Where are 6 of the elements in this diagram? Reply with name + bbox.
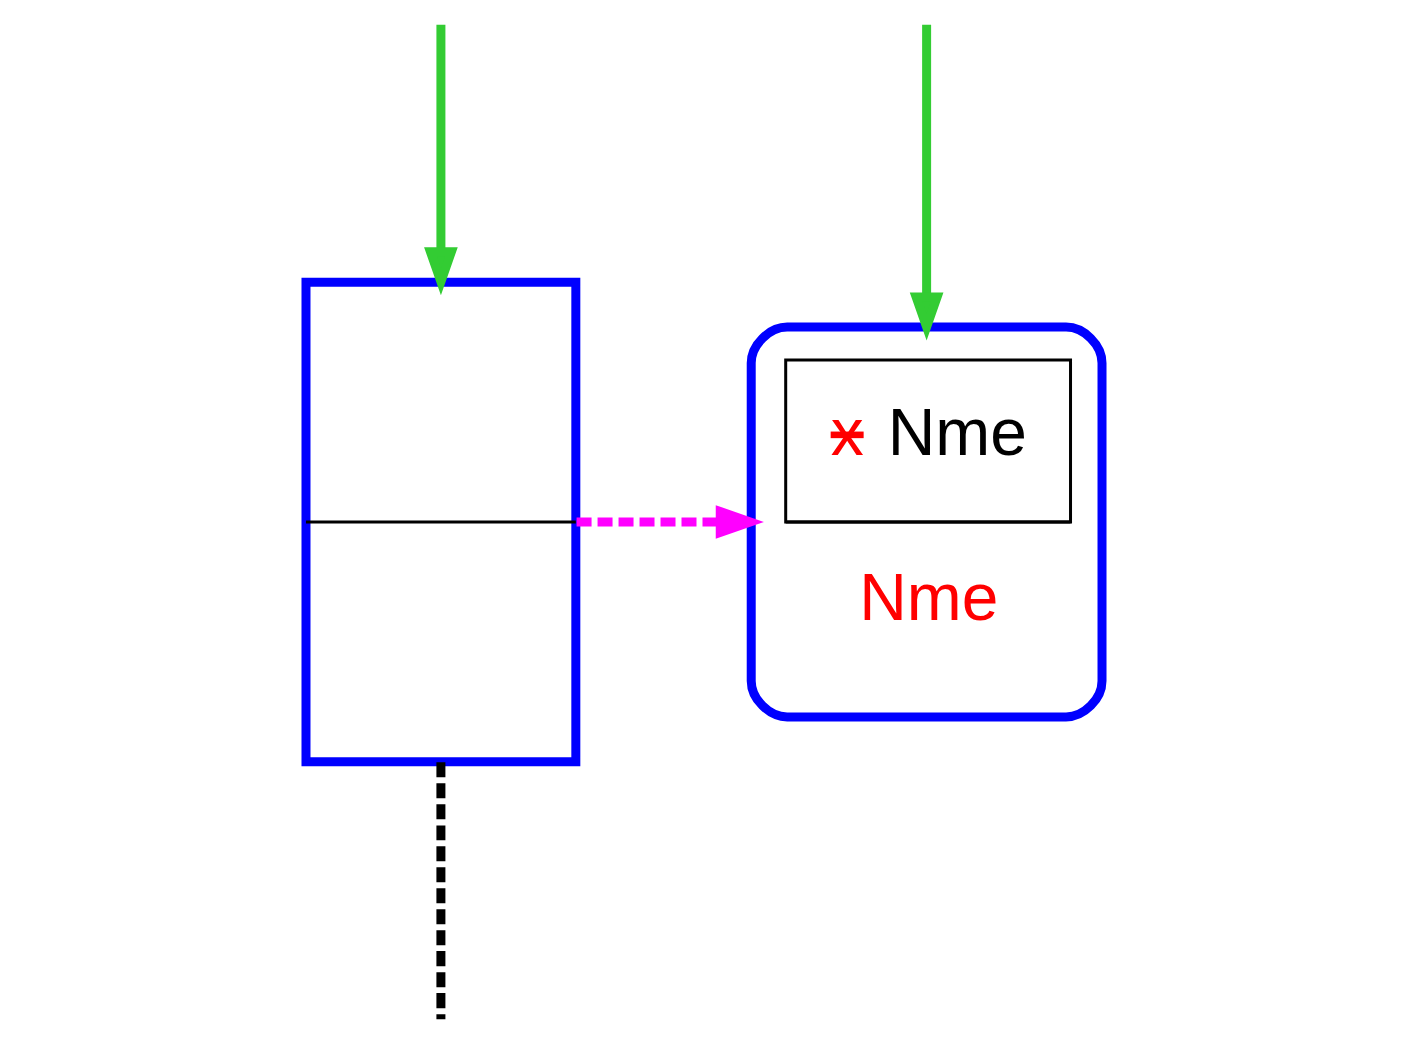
node-box [301, 277, 580, 766]
connector [435, 761, 445, 1019]
arrow [576, 504, 764, 539]
node-box: x Nme Nme [746, 322, 1106, 721]
arrow [423, 24, 458, 295]
arrow [909, 24, 943, 341]
